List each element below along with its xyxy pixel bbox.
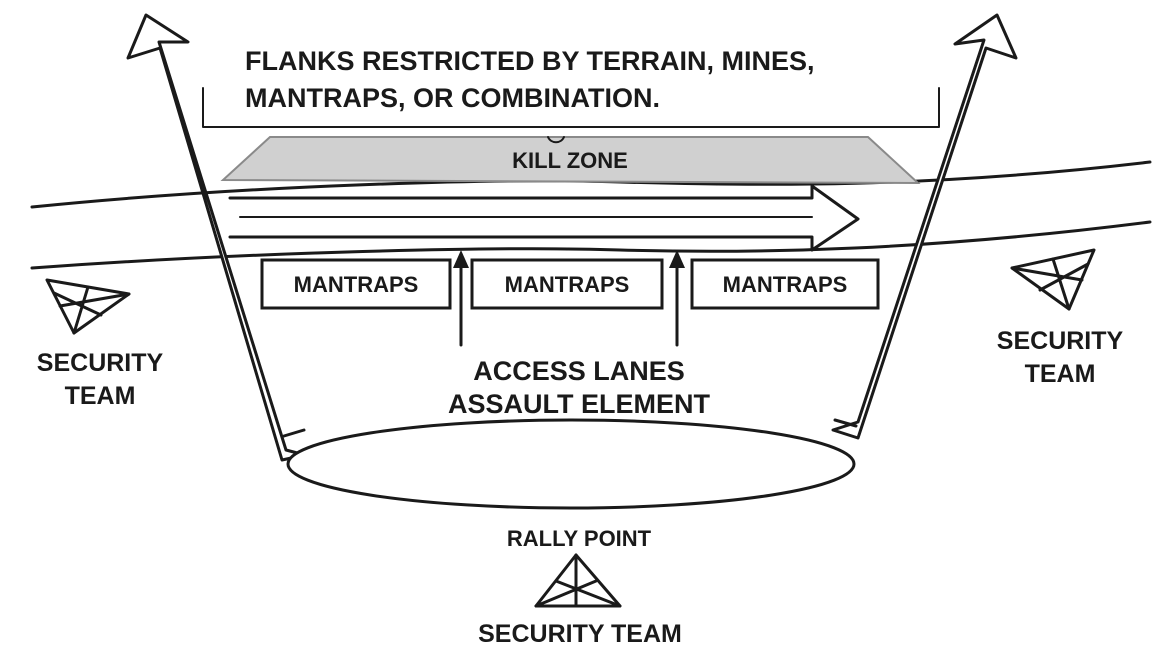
- security-team-icon-right: [1010, 248, 1096, 311]
- access-lane-arrow-left-head: [453, 250, 469, 268]
- mantraps-box-left: [260, 258, 452, 310]
- kill-zone: [220, 136, 921, 185]
- road-lower-edge: [30, 220, 1152, 270]
- left-flank-arrow-base: [282, 428, 306, 438]
- mantraps-label-left: MANTRAPS: [294, 272, 419, 297]
- direction-of-movement-arrow: [228, 184, 860, 252]
- mantraps-box-center: [470, 258, 664, 310]
- access-lanes-label: ACCESS LANES: [473, 356, 685, 386]
- security-team-icon-left: [45, 278, 131, 335]
- kill-zone-notch: [547, 136, 565, 144]
- right-flank-arrow: [831, 13, 1018, 440]
- rally-point-area: [286, 418, 856, 510]
- assault-element-label: ASSAULT ELEMENT: [448, 389, 711, 419]
- flanks-note-line2: MANTRAPS, OR COMBINATION.: [245, 83, 660, 113]
- security-team-bottom-label: SECURITY TEAM: [478, 620, 682, 648]
- access-lane-arrow-right-head: [669, 250, 685, 268]
- kill-zone-label: KILL ZONE: [512, 148, 628, 173]
- mantraps-box-right: [690, 258, 880, 310]
- rally-point-label: RALLY POINT: [507, 526, 652, 551]
- flanks-bracket: [202, 87, 940, 128]
- security-team-right-line1: SECURITY: [997, 327, 1124, 355]
- security-team-left-line2: TEAM: [65, 382, 136, 410]
- security-team-right-line2: TEAM: [1025, 360, 1096, 388]
- left-flank-arrow: [126, 13, 307, 462]
- mantraps-label-right: MANTRAPS: [723, 272, 848, 297]
- mantraps-label-center: MANTRAPS: [505, 272, 630, 297]
- flanks-note-line1: FLANKS RESTRICTED BY TERRAIN, MINES,: [245, 46, 815, 76]
- right-flank-arrow-base: [833, 418, 858, 428]
- security-team-left-line1: SECURITY: [37, 349, 164, 377]
- security-team-icon-bottom: [534, 553, 622, 608]
